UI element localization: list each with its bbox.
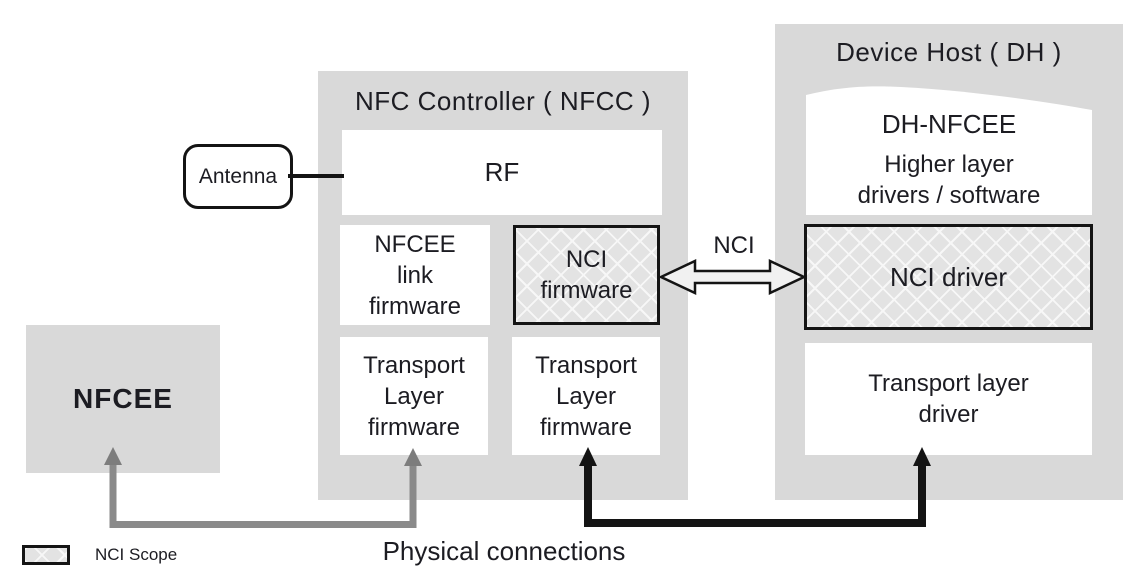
dh-nfcee-sub-line1: Higher layer xyxy=(884,150,1014,178)
transport-layer-firmware-left-box: Transport Layer firmware xyxy=(340,337,488,455)
transport-layer-firmware-right-box: Transport Layer firmware xyxy=(512,337,660,455)
physical-connections-label: Physical connections xyxy=(382,535,626,566)
transport-right-line2: Layer xyxy=(555,382,617,410)
rf-label: RF xyxy=(484,157,520,187)
dh-nfcee-title: DH-NFCEE xyxy=(881,108,1017,139)
antenna-box: Antenna xyxy=(183,144,293,209)
nfcee-link-firmware-line3: firmware xyxy=(368,292,461,320)
nci-link-label: NCI xyxy=(713,231,755,259)
transport-driver-line2: driver xyxy=(918,401,979,428)
nci-scope-legend-swatch xyxy=(22,545,70,565)
device-host-title: Device Host ( DH ) xyxy=(836,36,1062,67)
transport-right-line3: firmware xyxy=(539,413,632,441)
dh-nfcee-sub-line2: drivers / software xyxy=(857,181,1041,209)
dh-nfcee-box xyxy=(806,111,1092,215)
nfcee-box: NFCEE xyxy=(26,325,220,473)
nci-firmware-box: NCI firmware xyxy=(513,225,660,325)
nfcee-link-firmware-box: NFCEE link firmware xyxy=(340,225,490,325)
transport-left-line3: firmware xyxy=(367,413,460,441)
antenna-label: Antenna xyxy=(198,164,278,188)
nci-scope-legend-label: NCI Scope xyxy=(95,545,178,564)
nci-firmware-line1: NCI xyxy=(565,246,608,273)
nci-firmware-line2: firmware xyxy=(540,277,633,304)
dh-nfcee-text: DH-NFCEE Higher layer drivers / software xyxy=(806,103,1092,215)
transport-left-line2: Layer xyxy=(383,382,445,410)
nci-driver-label: NCI driver xyxy=(889,261,1007,292)
transport-layer-driver-box: Transport layer driver xyxy=(805,343,1092,455)
nfcc-title: NFC Controller ( NFCC ) xyxy=(354,85,652,116)
transport-left-line1: Transport xyxy=(363,351,465,379)
nfcee-label: NFCEE xyxy=(73,383,173,414)
nci-driver-box: NCI driver xyxy=(804,224,1093,330)
transport-right-line1: Transport xyxy=(535,351,637,379)
nfcee-link-firmware-line2: link xyxy=(396,261,433,289)
nfcee-link-firmware-line1: NFCEE xyxy=(374,230,456,258)
transport-driver-line1: Transport layer xyxy=(868,370,1029,397)
rf-box: RF xyxy=(342,130,662,215)
